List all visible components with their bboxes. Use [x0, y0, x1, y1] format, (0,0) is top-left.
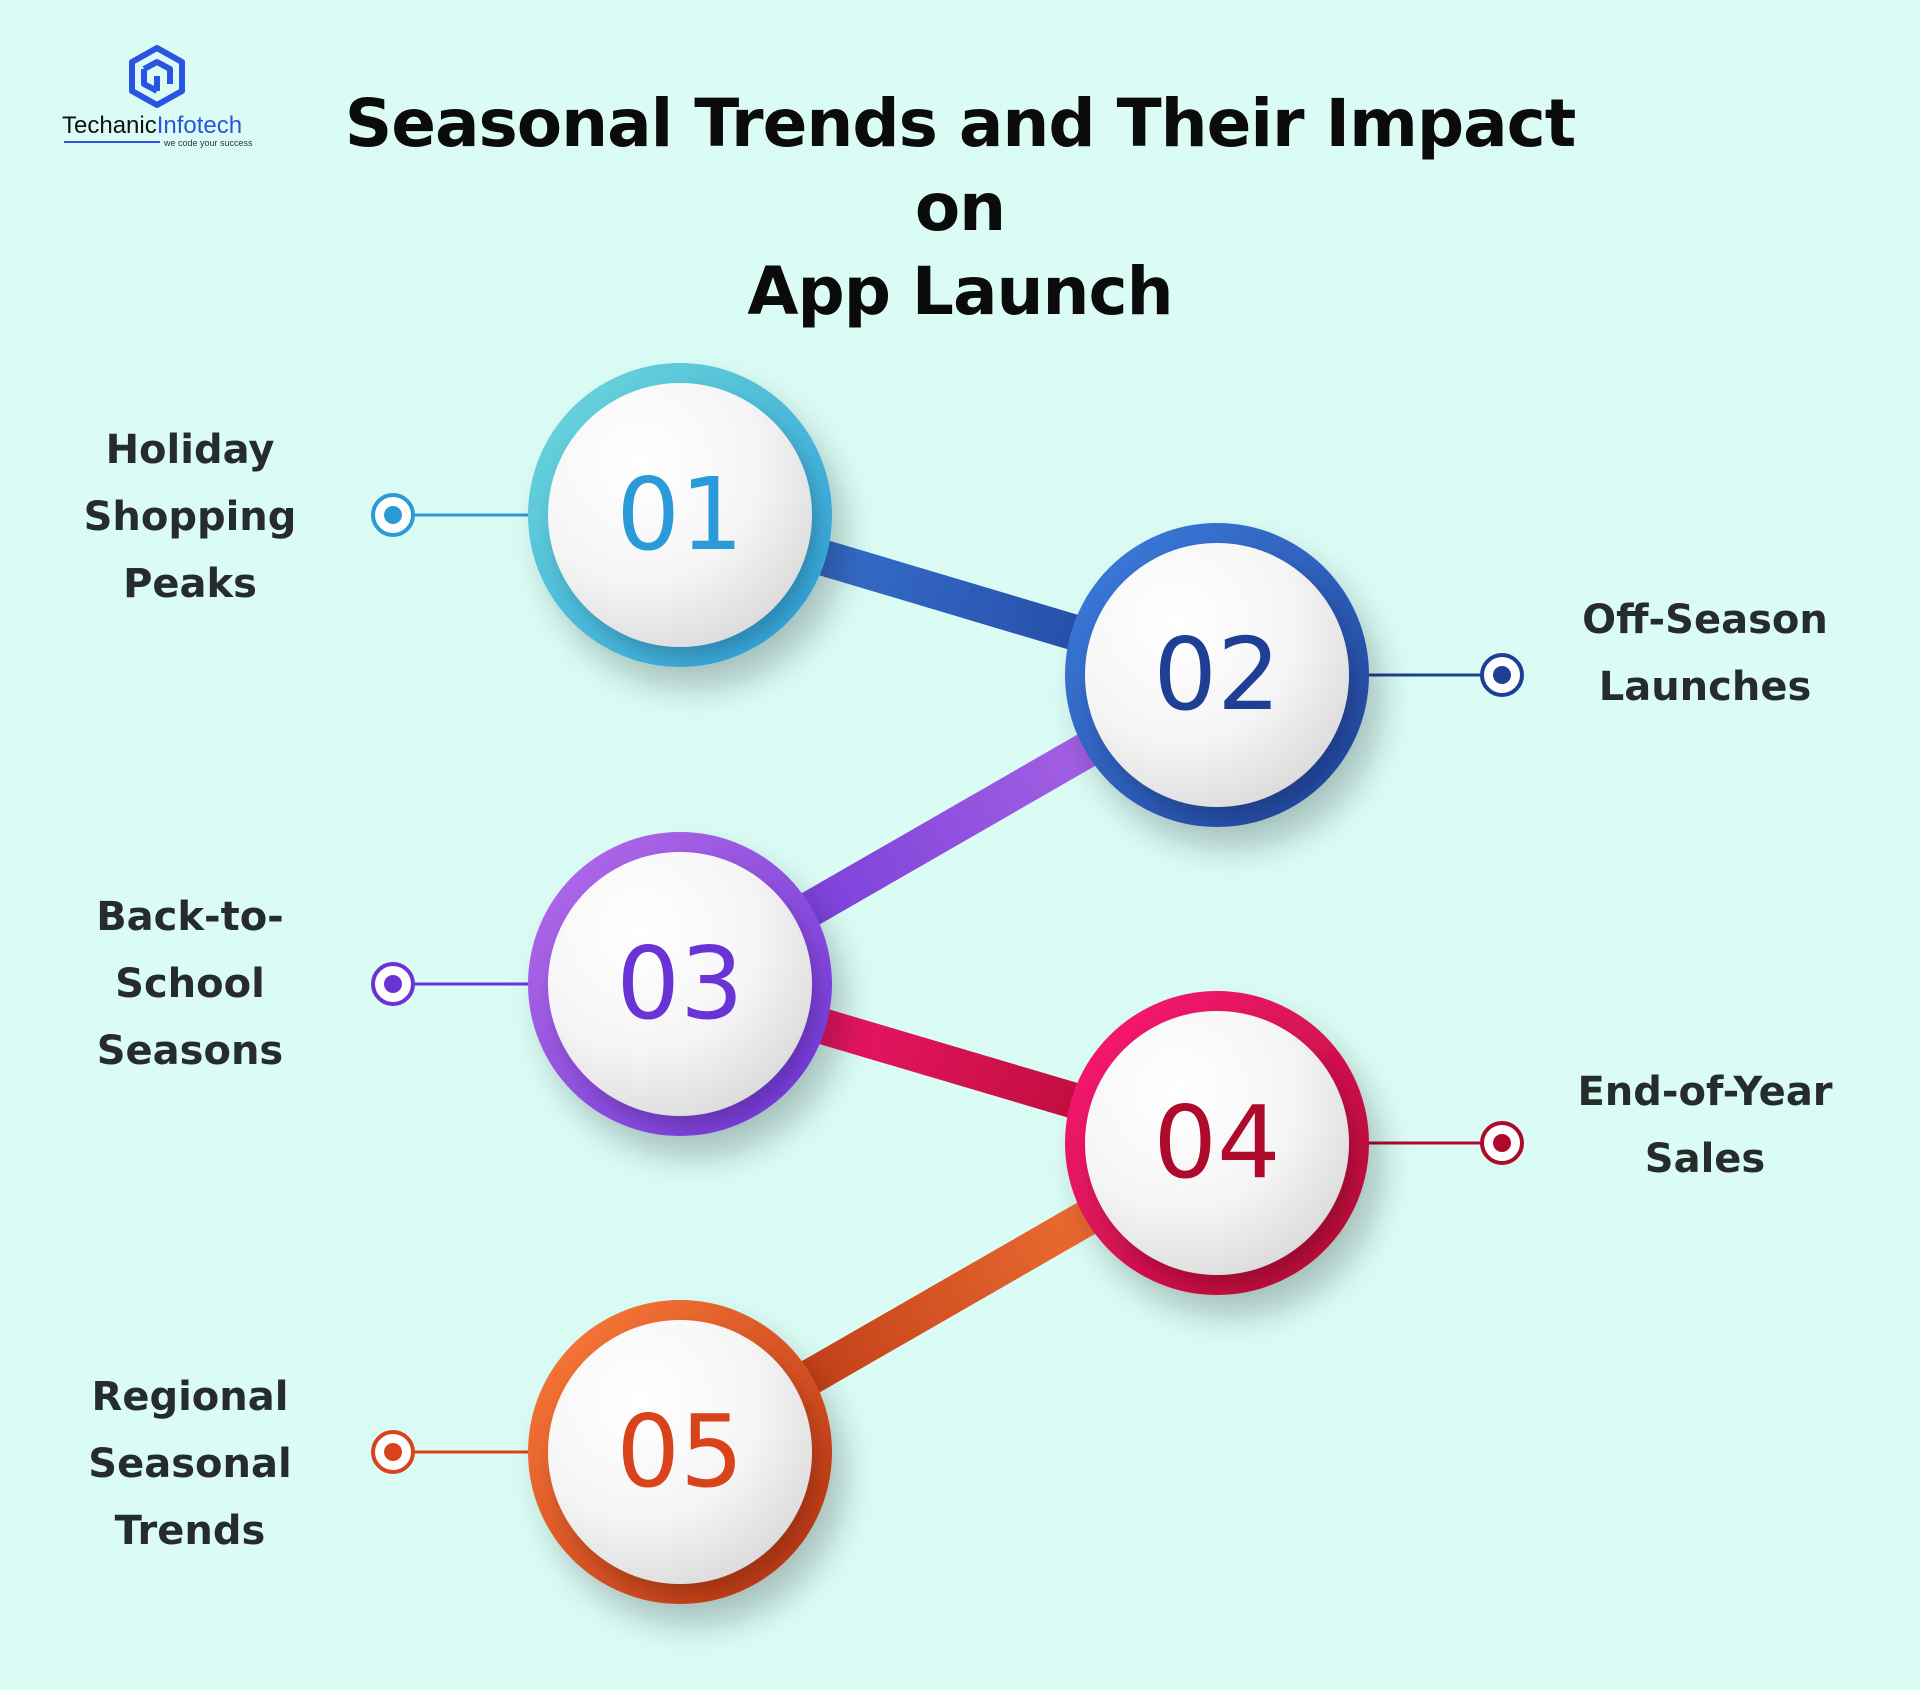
step-node-5: 05 — [528, 1300, 832, 1604]
leader-dot-icon-1 — [371, 493, 415, 537]
leader-dot-icon-3 — [371, 962, 415, 1006]
brand-underline — [64, 141, 160, 143]
brand-logo: TechanicInfotech we code your success — [62, 44, 262, 154]
step-node-1: 01 — [528, 363, 832, 667]
brand-tagline: we code your success — [164, 138, 253, 148]
step-node-4: 04 — [1065, 991, 1369, 1295]
step-number-5: 05 — [616, 1393, 743, 1510]
leader-dot-icon-5 — [371, 1430, 415, 1474]
step-number-3: 03 — [616, 925, 743, 1042]
step-number-4: 04 — [1153, 1084, 1280, 1201]
step-number-1: 01 — [616, 456, 743, 573]
cube-logo-icon — [129, 45, 185, 108]
leader-dot-icon-4 — [1480, 1121, 1524, 1165]
leader-dot-icon-2 — [1480, 653, 1524, 697]
brand-name: TechanicInfotech — [62, 112, 243, 139]
step-node-2: 02 — [1065, 523, 1369, 827]
step-number-2: 02 — [1153, 616, 1280, 733]
step-node-3: 03 — [528, 832, 832, 1136]
